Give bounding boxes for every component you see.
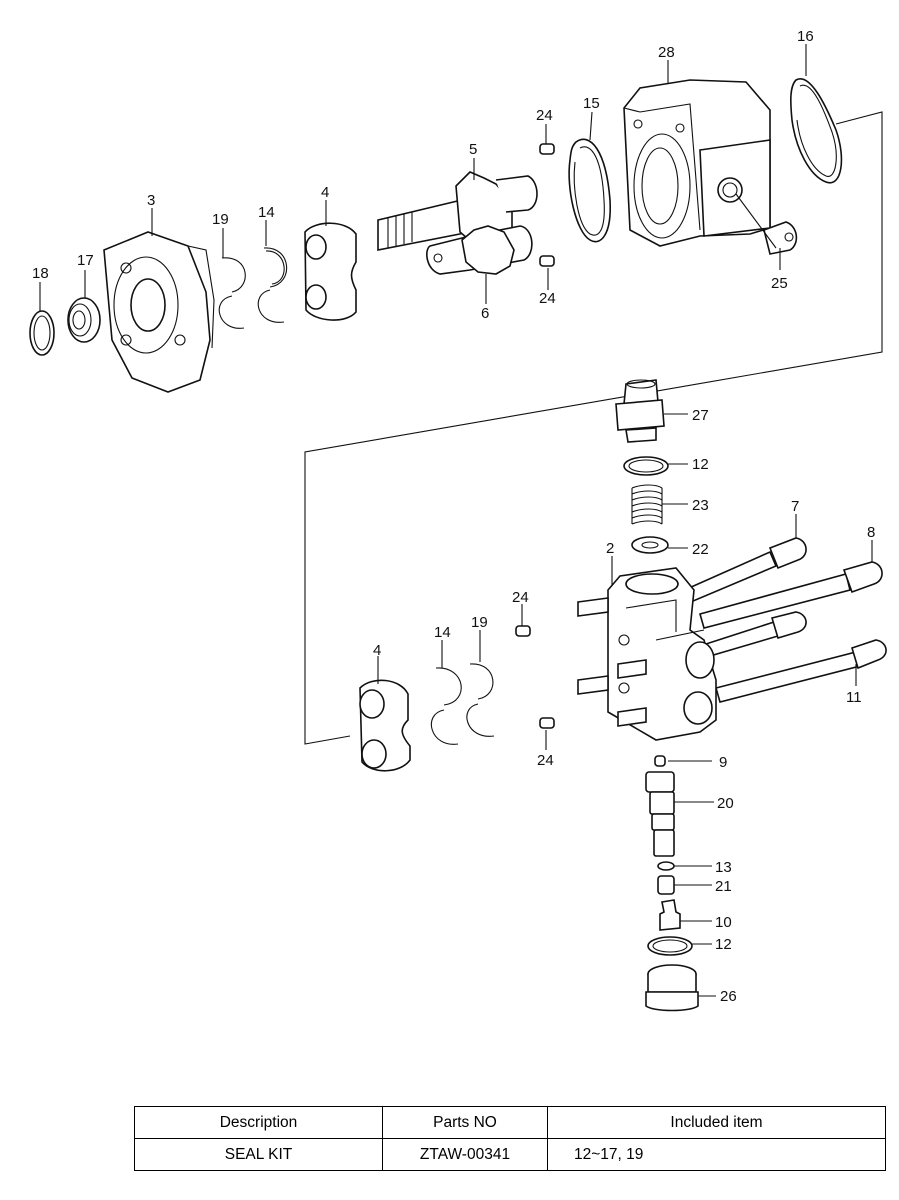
part-24-pin-bottom-2 bbox=[539, 717, 555, 729]
callout-4-upper: 4 bbox=[321, 184, 329, 201]
part-8-bolt bbox=[699, 561, 883, 629]
part-24-pin-top-1 bbox=[539, 143, 555, 155]
part-28-pump-body bbox=[623, 79, 771, 247]
callout-16: 16 bbox=[797, 28, 814, 45]
table-row: SEAL KIT ZTAW-00341 12~17, 19 bbox=[134, 1138, 886, 1171]
part-12-o-ring-upper bbox=[623, 456, 669, 476]
part-12-o-ring-lower bbox=[647, 936, 693, 956]
callout-2: 2 bbox=[606, 540, 614, 557]
callout-12-lower: 12 bbox=[715, 936, 732, 953]
callout-21: 21 bbox=[715, 878, 732, 895]
callout-4-lower: 4 bbox=[373, 642, 381, 659]
callout-17: 17 bbox=[77, 252, 94, 269]
callout-14-upper: 14 bbox=[258, 204, 275, 221]
part-2-rear-cover bbox=[577, 567, 717, 741]
part-18-snap-ring bbox=[29, 310, 55, 356]
part-22-seat bbox=[631, 536, 669, 554]
callout-23: 23 bbox=[692, 497, 709, 514]
part-10-poppet bbox=[659, 899, 681, 931]
exploded-parts-diagram: 2 3 4 4 5 6 7 8 9 10 11 12 12 13 14 14 1… bbox=[29, 28, 887, 1012]
callout-15: 15 bbox=[583, 95, 600, 112]
callout-6: 6 bbox=[481, 305, 489, 322]
header-included-item: Included item bbox=[547, 1106, 886, 1139]
part-3-flange-cover bbox=[103, 231, 215, 393]
callout-3: 3 bbox=[147, 192, 155, 209]
part-4-bushing-lower bbox=[359, 679, 411, 772]
part-25-plug bbox=[763, 221, 798, 255]
callout-24-bottom1: 24 bbox=[512, 589, 529, 606]
part-23-spring bbox=[631, 484, 663, 525]
header-parts-no: Parts NO bbox=[382, 1106, 548, 1139]
part-15-o-ring bbox=[568, 138, 611, 243]
part-11-bolt bbox=[715, 639, 887, 703]
part-4-bushing-upper bbox=[304, 222, 357, 321]
callout-24-top1: 24 bbox=[536, 107, 553, 124]
cell-included-item: 12~17, 19 bbox=[547, 1138, 886, 1171]
part-26-plug bbox=[645, 964, 699, 1012]
callout-25: 25 bbox=[771, 275, 788, 292]
callout-7: 7 bbox=[791, 498, 799, 515]
callout-13: 13 bbox=[715, 859, 732, 876]
callout-22: 22 bbox=[692, 541, 709, 558]
part-19-backup-ring-lower bbox=[466, 663, 495, 737]
callout-24-bottom2: 24 bbox=[537, 752, 554, 769]
callout-8: 8 bbox=[867, 524, 875, 541]
callout-5: 5 bbox=[469, 141, 477, 158]
part-20-valve bbox=[645, 771, 675, 857]
callout-10: 10 bbox=[715, 914, 732, 931]
callout-20: 20 bbox=[717, 795, 734, 812]
callout-9: 9 bbox=[719, 754, 727, 771]
callout-12-upper: 12 bbox=[692, 456, 709, 473]
callout-11: 11 bbox=[846, 689, 862, 706]
frame-lines bbox=[304, 111, 883, 745]
callout-26: 26 bbox=[720, 988, 737, 1005]
part-14-seal-upper bbox=[257, 247, 288, 323]
callout-24-top2: 24 bbox=[539, 290, 556, 307]
table-header-row: Description Parts NO Included item bbox=[134, 1106, 886, 1139]
part-14-seal-lower bbox=[430, 667, 462, 745]
cell-parts-no: ZTAW-00341 bbox=[382, 1138, 548, 1171]
part-6-driven-gear bbox=[426, 225, 533, 275]
part-16-o-ring bbox=[790, 78, 843, 184]
callout-labels: 2 3 4 4 5 6 7 8 9 10 11 12 12 13 14 14 1… bbox=[32, 28, 875, 1005]
callout-19-upper: 19 bbox=[212, 211, 229, 228]
part-17-oil-seal bbox=[67, 297, 101, 343]
part-27-relief-cap bbox=[615, 379, 665, 443]
part-24-pin-top-2 bbox=[539, 255, 555, 267]
callout-14-lower: 14 bbox=[434, 624, 451, 641]
callout-18: 18 bbox=[32, 265, 49, 282]
part-24-pin-bottom-1 bbox=[515, 625, 531, 637]
part-9-ball bbox=[654, 755, 666, 767]
part-13-o-ring-small bbox=[657, 861, 675, 871]
cell-description: SEAL KIT bbox=[134, 1138, 383, 1171]
seal-kit-table: Description Parts NO Included item SEAL … bbox=[134, 1106, 886, 1171]
callout-19-lower: 19 bbox=[471, 614, 488, 631]
part-21-spacer bbox=[657, 875, 675, 895]
callout-28: 28 bbox=[658, 44, 675, 61]
header-description: Description bbox=[134, 1106, 383, 1139]
callout-27: 27 bbox=[692, 407, 709, 424]
leader-lines bbox=[39, 44, 873, 997]
part-19-backup-ring-upper bbox=[218, 257, 246, 329]
